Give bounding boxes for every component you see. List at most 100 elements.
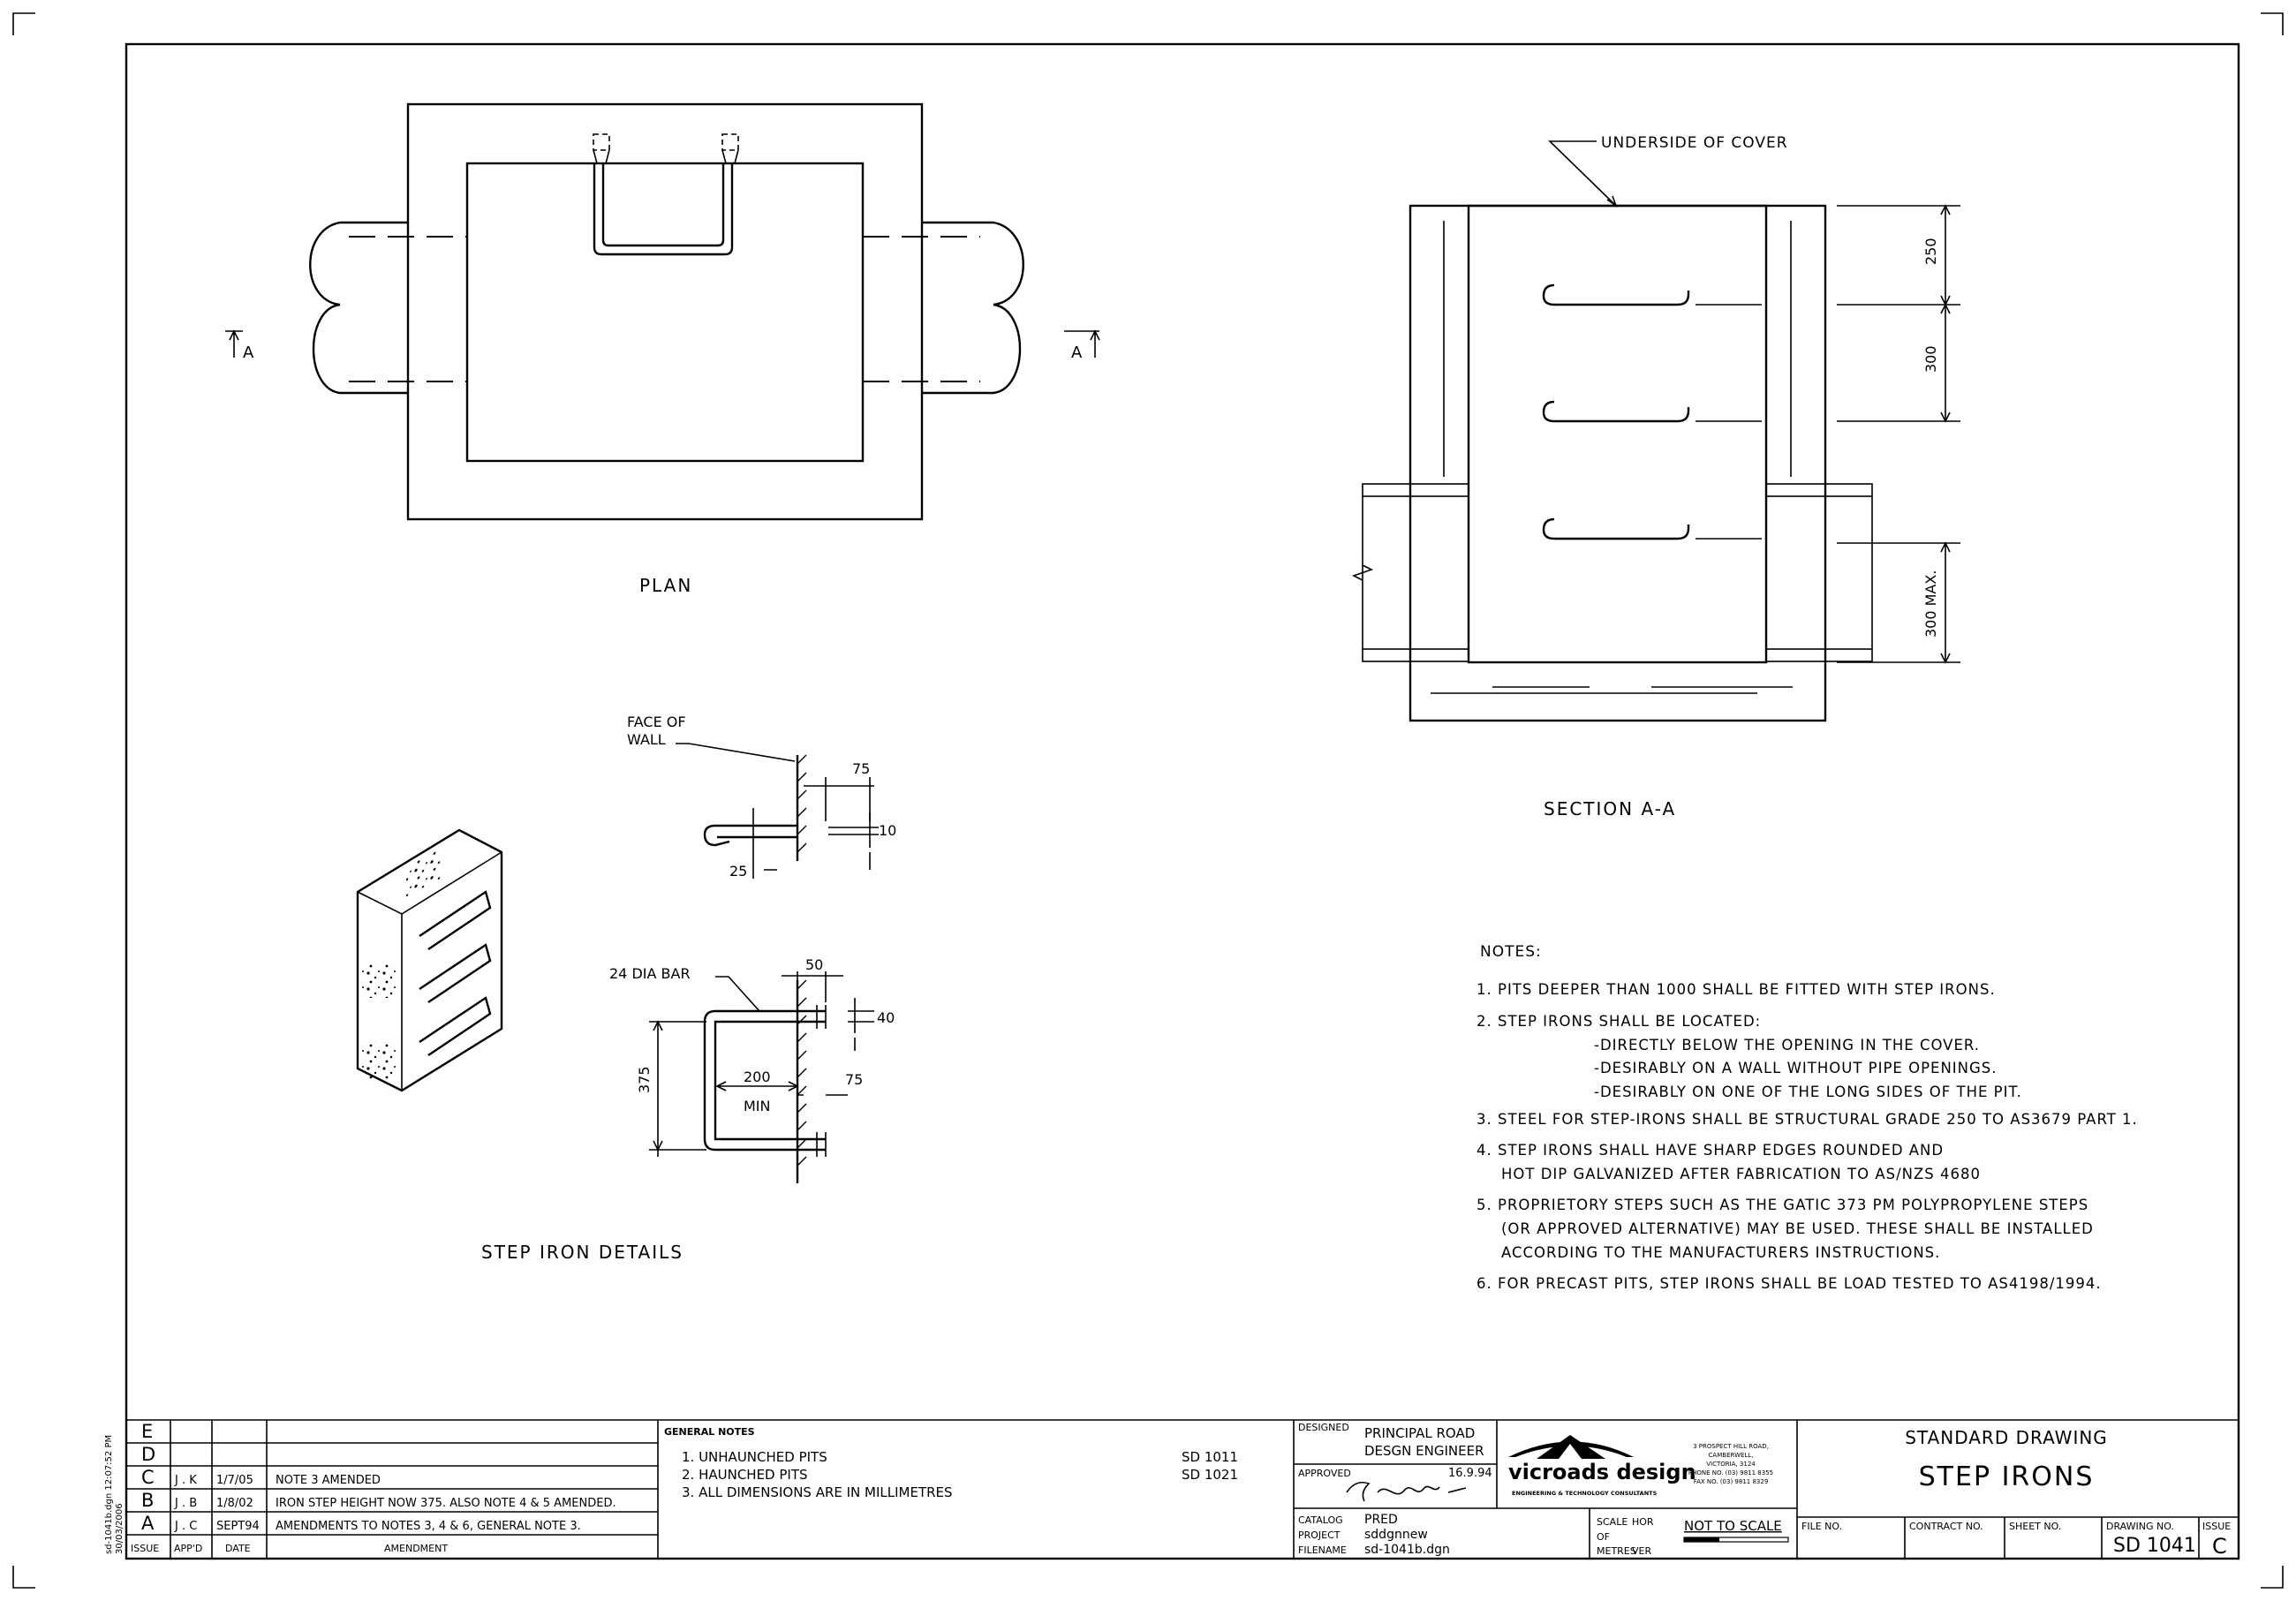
dim-200: 200 [744,1069,771,1085]
plan-title: PLAN [639,575,692,596]
rev-issue: A [141,1513,155,1534]
rev-amendment: IRON STEP HEIGHT NOW 375. ALSO NOTE 4 & … [276,1497,616,1510]
drawing-title: STEP IRONS [1919,1461,2095,1492]
plan-view [225,102,1100,521]
sheet-border [125,42,2240,1560]
step-iron-detail-bottom [649,971,874,1183]
dim-40: 40 [877,1009,895,1026]
side-stamp-2: 30/03/2006 [115,1503,125,1554]
crop-marks [12,12,2284,1589]
standard-drawing-heading: STANDARD DRAWING [1905,1427,2108,1448]
step-iron-detail-top [676,743,879,879]
filename-value: sd-1041b.dgn [1364,1543,1450,1557]
rev-issue: B [141,1490,154,1511]
scale-label: SCALE [1597,1516,1628,1528]
project-label: PROJECT [1298,1529,1341,1541]
project-value: sddgnnew [1364,1528,1428,1542]
dim-min: MIN [744,1098,771,1114]
dim-25: 25 [729,863,747,880]
signoff-block: DESIGNED PRINCIPAL ROAD DESGN ENGINEER A… [1298,1422,1492,1557]
general-note: 2. HAUNCHED PITS [682,1467,808,1483]
section-mark-left: A [243,344,254,362]
designed-value: DESGN ENGINEER [1364,1443,1484,1459]
general-note: 3. ALL DIMENSIONS ARE IN MILLIMETRES [682,1484,953,1500]
company-name: vicroads design [1508,1460,1696,1484]
details-title: STEP IRON DETAILS [481,1242,684,1263]
revision-table: E D C B A J . K J . B J . C 1/7/05 1/8/0… [131,1421,616,1554]
scale-block: SCALE HOR OF METRES VER NOT TO SCALE [1597,1516,1789,1557]
dim-300: 300 [1922,345,1939,373]
note-line: 4. STEP IRONS SHALL HAVE SHARP EDGES ROU… [1477,1142,1944,1159]
approved-date: 16.9.94 [1448,1467,1492,1480]
company-address: FAX NO. (03) 9811 8329 [1694,1478,1769,1485]
contract-no-label: CONTRACT NO. [1909,1521,1983,1532]
issue-value: C [2212,1534,2227,1559]
company-tagline: ENGINEERING & TECHNOLOGY CONSULTANTS [1512,1490,1658,1497]
rev-header-date: DATE [225,1543,251,1554]
file-no-label: FILE NO. [1801,1521,1842,1532]
sheet-no-label: SHEET NO. [2009,1521,2061,1532]
company-address: PHONE NO. (03) 9811 8355 [1688,1469,1773,1476]
notes-heading: NOTES: [1480,943,1542,961]
rev-date: 1/7/05 [216,1474,253,1487]
drawing-no-label: DRAWING NO. [2106,1521,2174,1532]
rev-appd: J . B [174,1497,197,1510]
rev-issue: E [141,1421,153,1442]
face-of-wall-label-1: FACE OF [627,714,686,730]
rev-date: SEPT94 [216,1520,260,1533]
rev-appd: J . K [174,1474,197,1487]
note-line: 6. FOR PRECAST PITS, STEP IRONS SHALL BE… [1477,1275,2102,1292]
section-title: SECTION A-A [1544,798,1676,819]
general-notes-heading: GENERAL NOTES [664,1426,755,1438]
scale-of: OF [1597,1531,1610,1543]
dim-75-bottom: 75 [845,1071,863,1088]
note-line: 1. PITS DEEPER THAN 1000 SHALL BE FITTED… [1477,981,1996,998]
note-line: -DESIRABLY ON ONE OF THE LONG SIDES OF T… [1594,1084,2022,1100]
designed-value: PRINCIPAL ROAD [1364,1425,1475,1441]
dim-300-max: 300 MAX. [1922,570,1939,638]
face-of-wall-label-2: WALL [627,731,666,748]
signature [1346,1481,1467,1502]
dim-250: 250 [1922,238,1939,265]
vicroads-logo: vicroads design ENGINEERING & TECHNOLOGY… [1508,1435,1773,1497]
designed-label: DESIGNED [1298,1422,1349,1433]
dim-50: 50 [805,956,823,973]
general-notes: GENERAL NOTES 1. UNHAUNCHED PITS SD 1011… [664,1426,1238,1500]
catalog-value: PRED [1364,1513,1398,1527]
scale-value: NOT TO SCALE [1684,1518,1782,1534]
rev-amendment: NOTE 3 AMENDED [276,1474,381,1487]
approved-label: APPROVED [1298,1468,1351,1479]
notes-list: 1. PITS DEEPER THAN 1000 SHALL BE FITTED… [1477,981,2137,1292]
company-address: 3 PROSPECT HILL ROAD, [1693,1443,1769,1450]
rev-header-appd: APP'D [174,1543,202,1554]
rev-appd: J . C [174,1520,197,1533]
note-line: -DESIRABLY ON A WALL WITHOUT PIPE OPENIN… [1594,1060,1998,1076]
dim-75-top: 75 [852,760,870,777]
note-line: -DIRECTLY BELOW THE OPENING IN THE COVER… [1594,1037,1980,1053]
rev-header-issue: ISSUE [131,1543,159,1554]
general-note-ref: SD 1011 [1182,1449,1238,1465]
side-stamp-1: sd-1041b.dgn 12:07:52 PM [104,1435,114,1554]
step-iron-isometric [356,828,503,1092]
scale-hor: HOR [1632,1516,1654,1528]
note-line: 2. STEP IRONS SHALL BE LOCATED: [1477,1013,1761,1030]
filename-label: FILENAME [1298,1544,1347,1556]
rev-issue: C [141,1467,155,1488]
issue-label: ISSUE [2202,1521,2231,1532]
scale-ver: VER [1632,1545,1651,1557]
note-line: (OR APPROVED ALTERNATIVE) MAY BE USED. T… [1501,1220,2094,1237]
title-block-frame [126,1419,2239,1559]
section-mark-right: A [1071,344,1083,362]
rev-amendment: AMENDMENTS TO NOTES 3, 4 & 6, GENERAL NO… [276,1520,581,1533]
general-note-ref: SD 1021 [1182,1467,1238,1483]
scale-metres: METRES [1597,1545,1636,1557]
note-line: ACCORDING TO THE MANUFACTURERS INSTRUCTI… [1501,1244,1940,1261]
bar-label: 24 DIA BAR [609,965,691,982]
note-line: HOT DIP GALVANIZED AFTER FABRICATION TO … [1501,1166,1981,1182]
note-line: 5. PROPRIETORY STEPS SUCH AS THE GATIC 3… [1477,1197,2088,1213]
rev-issue: D [141,1444,155,1465]
dim-375: 375 [636,1066,653,1093]
drawing-title-block: STANDARD DRAWING STEP IRONS FILE NO. CON… [1801,1427,2231,1559]
drawing-no-value: SD 1041 [2113,1535,2196,1557]
